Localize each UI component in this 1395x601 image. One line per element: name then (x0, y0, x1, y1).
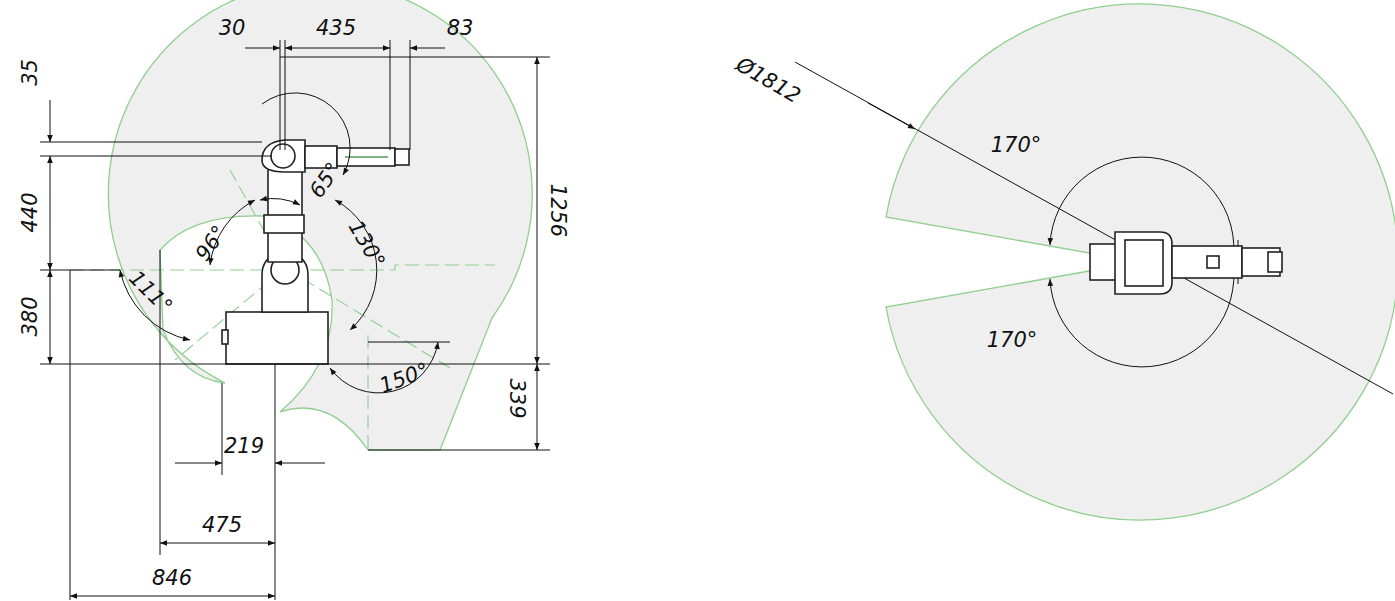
angle-label: 96° (193, 222, 232, 265)
dimension-label: 35 (19, 59, 40, 86)
dimension-label: 475 (202, 515, 242, 536)
angle-label: 170° (987, 330, 1038, 351)
robot-top-view (1090, 232, 1282, 294)
dimension-label: 219 (224, 436, 264, 457)
dimension-label: 846 (152, 568, 192, 589)
top-work-envelope (886, 4, 1395, 520)
angle-label: 170° (991, 135, 1042, 156)
diameter-label: Ø1812 (732, 53, 803, 106)
dimension-label: 435 (316, 18, 356, 39)
top-dimension-lines (795, 62, 1393, 394)
dimension-label: 380 (20, 296, 41, 336)
robot-side-view (222, 140, 409, 364)
dimension-label: 83 (447, 18, 474, 39)
side-work-envelope (108, 0, 532, 450)
dimension-label: 1256 (547, 183, 568, 236)
dimension-label: 30 (219, 18, 246, 39)
dimension-label: 339 (506, 378, 527, 418)
dimension-lines (40, 40, 550, 600)
dimension-label: 440 (20, 192, 41, 232)
